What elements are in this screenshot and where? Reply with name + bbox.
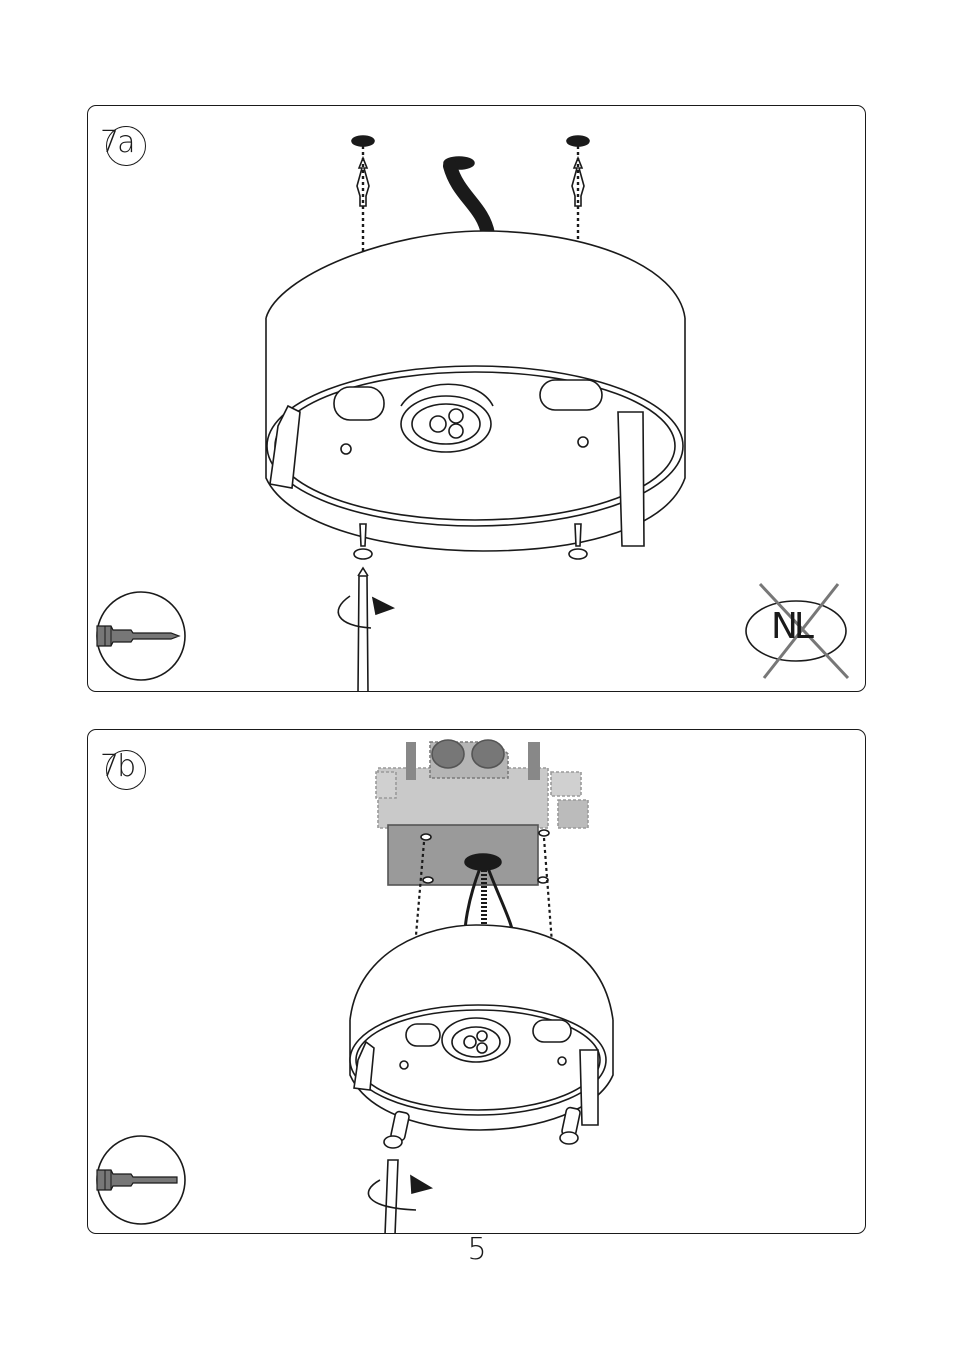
ceiling-mount-illustration-7a <box>88 106 866 692</box>
junction-box-mount-illustration-7b <box>88 730 866 1234</box>
step-label: 7b <box>100 744 146 790</box>
clockwise-rotation-arrow-icon <box>368 1176 431 1210</box>
phillips-screwdriver-icon <box>97 592 185 680</box>
junction-box <box>376 740 588 885</box>
lamp-housing <box>266 231 685 551</box>
screwdriver-shaft <box>358 568 368 692</box>
step-panel-7b: 7b <box>87 729 866 1234</box>
lamp-housing <box>350 925 613 1130</box>
flat-screwdriver-icon <box>97 1136 185 1224</box>
screwdriver-shaft <box>385 1160 398 1234</box>
country-code-label: NL <box>771 606 810 647</box>
screw-left <box>384 1111 410 1148</box>
step-label: 7a <box>100 120 146 166</box>
step-panel-7a: 7a NL <box>87 105 866 692</box>
drill-hole-left <box>352 136 374 146</box>
page-number: 5 <box>0 1232 954 1267</box>
power-cable <box>450 166 488 234</box>
drill-hole-right <box>567 136 589 146</box>
